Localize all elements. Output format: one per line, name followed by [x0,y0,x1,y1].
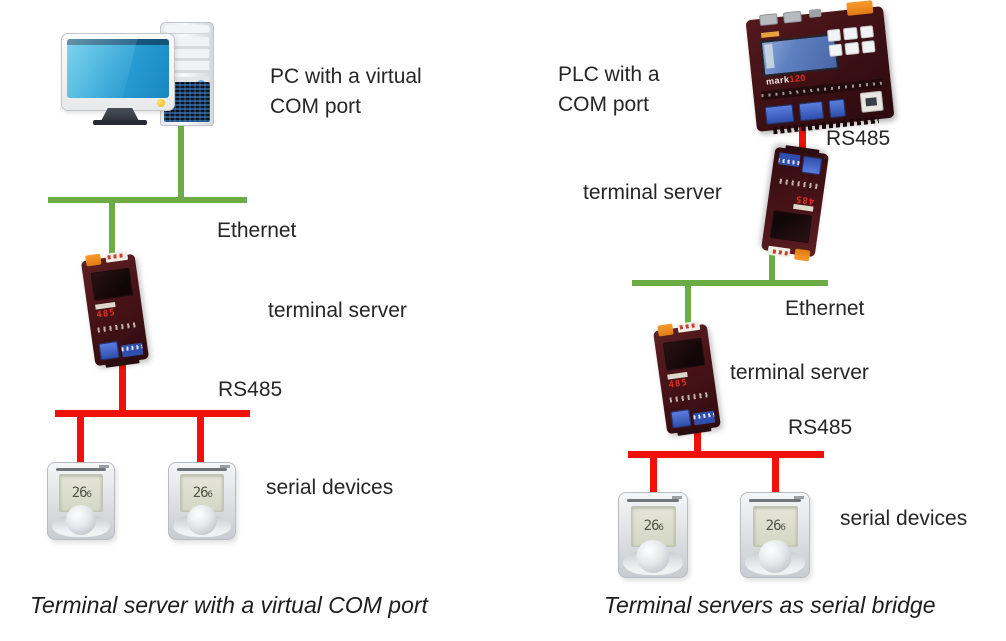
plc-rj45-port [859,90,884,113]
plc-blue-terminal-2 [798,100,825,122]
plc-label-line2: COM port [558,93,650,116]
thermostat-top-bar [749,498,801,502]
plc-key [828,43,844,57]
rs485-line-ts-drop-right [694,428,701,456]
ethernet-line-ts-upper-drop [769,248,775,286]
ethernet-label-right: Ethernet [785,297,865,320]
thermostat-reading: 266 [765,518,786,535]
ethernet-line-ts-drop [109,203,115,263]
plc-serial-port-2 [782,10,802,24]
terminal-server-label-marks [107,253,126,260]
terminal-server-blue-connector [98,340,120,361]
terminal-server-label-marks [679,323,698,330]
thermostat-logo [99,465,110,469]
rs485-drop-device1 [77,417,84,465]
thermostat-logo [794,495,805,499]
rs485-bus-right [628,451,824,458]
plc-key [861,40,876,54]
pc-label-line2: COM port [270,95,362,118]
rs485-drop-device4 [772,458,779,496]
thermostat-top-bar [176,468,228,472]
thermostat-logo [672,495,683,499]
pc-monitor-screen-sheen [67,39,140,98]
terminal-server-label-marks [769,249,789,256]
caption-right: Terminal servers as serial bridge [604,592,936,618]
plc-usb-port [808,8,822,18]
thermostat-knob [66,505,96,536]
plc-serial-port-1 [759,13,779,27]
terminal-server-label-right-lower: terminal server [730,361,869,384]
terminal-server-illustration-left: 485 [80,250,150,368]
terminal-server-blue-connector [801,155,823,176]
thermostat-reading: 266 [71,485,92,502]
ethernet-bus-left [48,197,247,203]
thermostat-knob [636,539,670,573]
thermostat-logo [220,465,231,469]
terminal-server-label-right-upper: terminal server [583,181,722,204]
thermostat-reading: 266 [643,518,664,535]
terminal-server-orange-connector [657,323,674,337]
rs485-line-ts-drop-left [119,365,126,415]
thermostat-illustration: 266 [47,462,115,540]
rs485-drop-device2 [197,417,204,465]
thermostat-top-bar [627,498,679,502]
pc-monitor-power-led [157,99,165,107]
plc-label-line1: PLC with a [558,63,660,86]
pc-monitor-stand [101,108,139,121]
plc-orange-connector [846,0,874,16]
plc-rj45-slot [865,97,878,107]
rs485-label-right-upper: RS485 [826,127,891,150]
pc-monitor-screen [67,39,169,98]
plc-lcd-cursor [764,43,775,69]
plc-key [826,28,842,42]
thermostat-illustration: 266 [168,462,236,540]
ethernet-bus-right [632,280,828,286]
thermostat-knob [758,539,792,573]
plc-key [843,26,858,41]
rs485-drop-device3 [650,458,657,496]
serial-devices-label-right: serial devices [840,507,968,530]
thermostat-knob [187,505,217,536]
terminal-server-illustration-right-upper: 485 [761,145,829,262]
thermostat-illustration: 266 [618,492,688,578]
pc-label: PC with a virtual COM port [270,62,422,122]
thermostat-illustration: 266 [740,492,810,578]
pc-monitor-base [93,120,147,125]
rs485-line-plc-to-ts [799,124,806,156]
plc-key [844,41,860,56]
thermostat-lcd: 266 [752,505,799,548]
pc-label-line1: PC with a virtual [270,65,422,88]
pc-tower-cap [164,25,210,34]
terminal-server-orange-connector [793,248,811,262]
pc-illustration [55,12,214,130]
pc-monitor-screen-shade [67,39,169,45]
terminal-server-illustration-right-lower: 485 [653,320,721,436]
pc-monitor [61,33,175,111]
ethernet-line-pc-drop [178,114,184,200]
terminal-server-display [769,210,813,244]
rs485-bus-left [55,410,250,417]
ethernet-label-left: Ethernet [217,219,297,242]
terminal-server-label-left: terminal server [268,299,407,322]
thermostat-reading: 266 [192,485,213,502]
plc-illustration: mark120 [745,0,895,135]
plc-blue-terminal-1 [764,104,795,125]
terminal-server-orange-connector [85,253,102,267]
ethernet-line-ts-lower-drop [685,286,691,332]
terminal-server-display [662,337,706,371]
rs485-label-right-lower: RS485 [788,416,853,439]
rs485-label-left: RS485 [218,378,283,401]
serial-devices-label-left: serial devices [266,476,394,499]
thermostat-top-bar [55,468,107,472]
plc-blue-terminal-3 [828,98,847,119]
caption-left: Terminal server with a virtual COM port [30,592,428,618]
plc-keypad [826,25,876,57]
terminal-server-blue-connector [670,408,692,429]
plc-label: PLC with a COM port [558,60,660,120]
plc-key [859,25,874,39]
terminal-server-display [90,267,134,301]
